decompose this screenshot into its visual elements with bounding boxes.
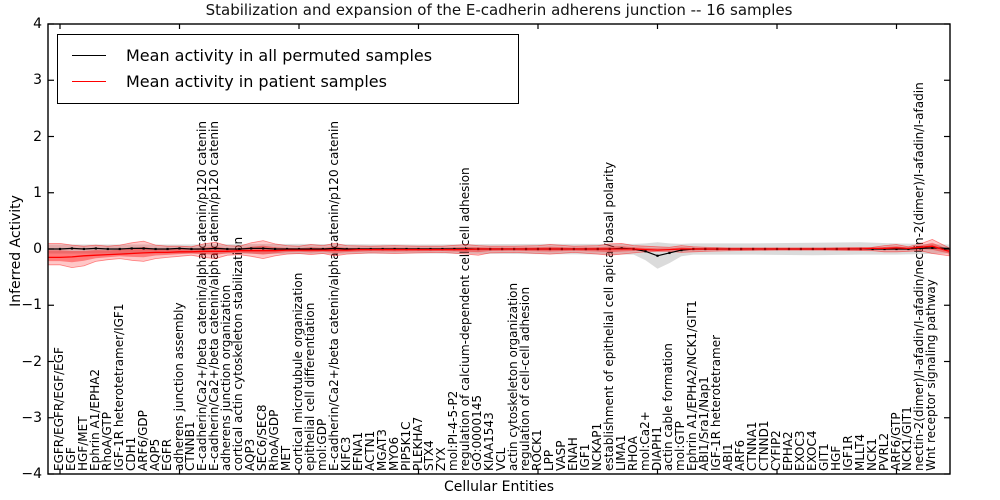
permuted-mean-marker [895,247,898,251]
permuted-mean-marker [656,254,659,257]
permuted-mean-marker [214,247,217,250]
y-tick-label: 4 [33,16,42,32]
chart-title: Stabilization and expansion of the E-cad… [205,1,793,19]
permuted-mean-marker [82,247,85,251]
permuted-mean-marker [154,247,157,251]
permuted-mean-marker [142,247,145,250]
permuted-mean-marker [668,251,671,255]
x-axis-label: Cellular Entities [443,479,555,495]
y-tick-label: 3 [33,72,42,89]
permuted-mean-marker [309,247,313,251]
permuted-mean-marker [262,247,265,250]
permuted-mean-marker [644,250,647,253]
permuted-mean-marker [238,247,241,251]
patient-std-band-outer [47,238,950,269]
y-tick-label: 1 [33,184,42,201]
y-tick-label: 0 [33,241,42,257]
permuted-mean-marker [166,247,169,251]
axes-frame [47,23,951,475]
permuted-mean-marker [321,247,324,251]
legend-item-permuted: Mean activity in all permuted samples [72,42,508,68]
permuted-mean-marker [106,247,109,251]
permuted-mean-marker [202,247,205,251]
legend-line-patient-icon [72,80,106,82]
patient-std-band-inner [48,242,950,263]
legend-label-permuted: Mean activity in all permuted samples [126,45,433,65]
legend-line-permuted-icon [72,54,106,56]
permuted-mean-marker [226,247,229,251]
permuted-mean-marker [118,247,121,251]
permuted-mean-marker [70,247,74,250]
permuted-mean-marker [250,247,253,250]
legend-box: Mean activity in all permuted samples Me… [57,34,519,104]
permuted-mean-marker [94,247,97,250]
permuted-mean-marker [333,247,336,250]
permuted-mean-marker [274,247,277,251]
permuted-mean-marker [680,249,683,252]
permuted-mean-marker [58,247,62,251]
permuted-mean-marker [345,247,348,251]
permuted-mean-marker [178,247,181,250]
permuted-mean-marker [130,247,133,250]
permuted-mean-marker [285,247,289,251]
y-tick-label: −4 [21,466,42,482]
permuted-mean-marker [297,247,301,251]
permuted-mean-marker [919,247,922,250]
y-tick-label: 2 [33,128,42,145]
permuted-mean-marker [931,246,934,249]
legend-item-patient: Mean activity in patient samples [72,68,508,94]
y-tick-label: −2 [21,353,42,370]
permuted-mean-marker [190,247,193,251]
y-tick-label: −1 [21,297,42,314]
y-tick-label: −3 [21,409,42,426]
patient-mean-line [48,245,950,259]
legend-label-patient: Mean activity in patient samples [126,71,387,91]
